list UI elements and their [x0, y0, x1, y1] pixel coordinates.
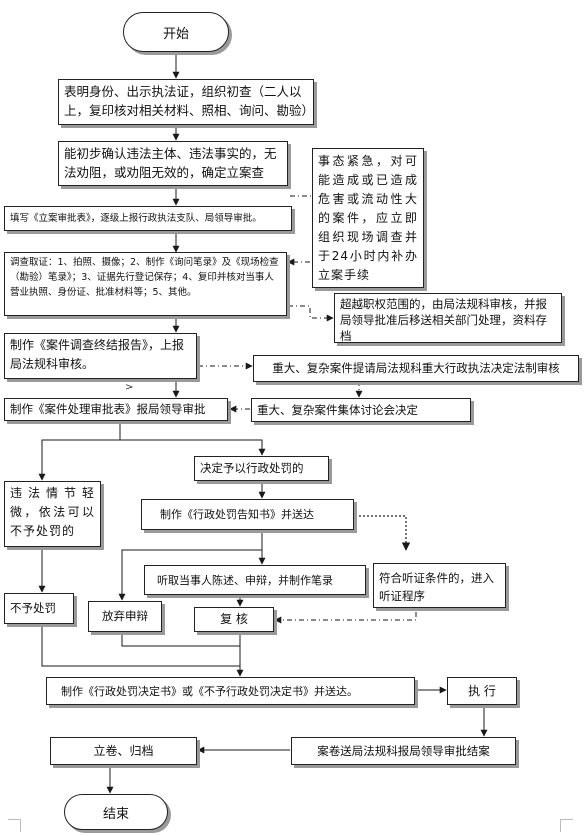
- statement-step: 听取当事人陈述、申辩，并制作笔录: [144, 565, 366, 595]
- line-waive-merge: [121, 632, 240, 647]
- decide-penalty-step: 决定予以行政处罚的: [194, 456, 329, 481]
- dashed-investigate-beyond: [288, 305, 334, 322]
- beyond-authority-note: 超越职权范围的，由局法规科审核，并报局领导批准后移送相关部门处理，资料存档: [334, 293, 562, 343]
- decision-doc-step: 制作《行政处罚决定书》或《不予行政处罚决定书》并送达。: [46, 677, 415, 705]
- dashed-hearing-review: [274, 612, 417, 624]
- case-close-step: 案卷送局法规科报局领导审批结案: [291, 737, 516, 765]
- legal-review-step: 重大、复杂案件提请局法规科重大行政执法决定法制审核: [253, 355, 579, 382]
- identify-step: 表明身份、出示执法证，组织初查（二人以上，复印核对相关材料、照相、询问、勘验）: [58, 79, 314, 125]
- arrow-approval-split: [38, 420, 121, 481]
- review-step: 复 核: [194, 607, 274, 632]
- page-corner-bottom-right: [560, 819, 573, 832]
- approval-form-step: 制作《案件处理审批表》报局领导审批: [4, 398, 228, 421]
- collective-decision-step: 重大、复杂案件集体讨论会决定: [251, 398, 471, 422]
- dotted-notice-hearing: [355, 515, 411, 551]
- execute-step: 执 行: [447, 677, 517, 705]
- archive-step: 立卷、归档: [50, 737, 197, 765]
- emergency-note: 事态紧急，对可能造成或已造成危害或流动性大的案件，应立即组织现场调查并于24小时…: [312, 148, 424, 288]
- register-step: 填写《立案审批表》，逐级上报行政执法支队、局领导审批。: [4, 206, 292, 231]
- stray-mark: >: [125, 382, 134, 393]
- arrow-approval-penalty: [120, 439, 266, 456]
- no-penalty-step: 不予处罚: [4, 593, 74, 624]
- notice-step: 制作《行政处罚告知书》并送达: [141, 499, 354, 530]
- waive-step: 放弃申辩: [88, 601, 162, 632]
- minor-case-step: 违法情节轻微，依法可以不予处罚的: [4, 481, 101, 547]
- page-corner-bottom-left: [8, 819, 21, 832]
- start-terminal: 开始: [123, 12, 229, 52]
- hearing-step: 符合听证条件的，进入听证程序: [373, 563, 506, 608]
- confirm-case-step: 能初步确认违法主体、违法事实的，无法劝阻，或劝阻无效的，确定立案查处。: [58, 141, 288, 186]
- investigate-step: 调查取证：1、拍照、摄像；2、制作《询问笔录》及《现场检查（勘验）笔录》；3、证…: [4, 252, 287, 316]
- end-terminal: 结束: [64, 794, 168, 830]
- arrow-notice-waive: [118, 530, 263, 601]
- final-report-step: 制作《案件调查终结报告》，上报局法规科审核。: [4, 333, 197, 379]
- line-nopenalty-merge: [41, 624, 240, 667]
